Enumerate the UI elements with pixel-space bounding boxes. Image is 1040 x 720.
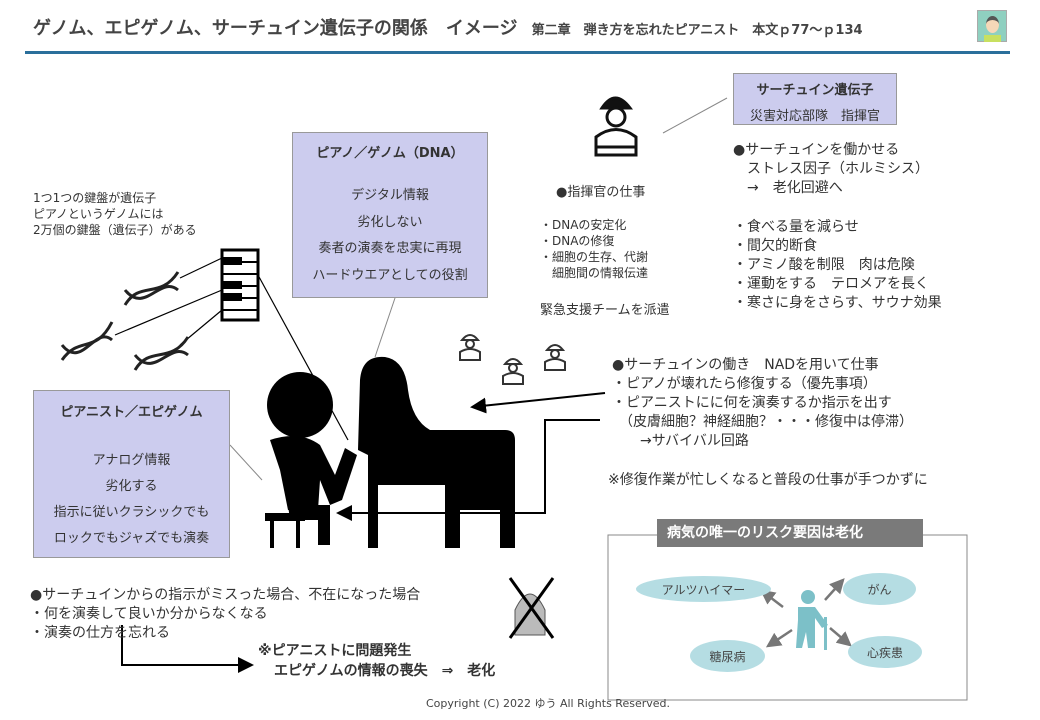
failure-result: ※ピアニストに問題発生エピゲノムの情報の喪失 ⇒ 老化 [258, 641, 495, 681]
genome-line: ハードウエアとしての役割 [312, 267, 468, 283]
risk-title: 病気の唯一のリスク要因は老化 [657, 519, 923, 547]
sirtuin-work: ●サーチュインの働き NADを用いて仕事・ピアノが壊れたら修復する（優先事項） ・… [612, 356, 913, 451]
header-divider [25, 51, 1010, 54]
stress-factors: ●サーチュインを働かせる ストレス因子（ホルミシス） → 老化回避へ [733, 141, 929, 198]
stress-item: ・アミノ酸を制限 肉は危険 [733, 257, 915, 273]
duty-item: ・DNAの安定化 [540, 218, 627, 232]
firefighter-commander-icon [594, 96, 638, 157]
absent-figure-crossed-icon [508, 577, 555, 639]
duty-item: 細胞間の情報伝達 [540, 266, 649, 280]
stress-item: ・食べる量を減らせ [733, 219, 859, 235]
note-line: 2万個の鍵盤（遺伝子）がある [33, 223, 197, 237]
pianist-at-piano-icon [265, 356, 515, 548]
disease-heart: 心疾患 [848, 636, 922, 668]
dispatch-text: 緊急支援チームを派遣 [540, 303, 670, 318]
epigenome-line: 劣化する [105, 479, 158, 494]
elderly-person-icon [796, 590, 828, 650]
disease-cancer: がん [843, 573, 916, 605]
result-line: エピゲノムの情報の喪失 ⇒ 老化 [274, 663, 496, 679]
stress-list: ・食べる量を減らせ・間欠的断食・アミノ酸を制限 肉は危険・運動をする テロメアを… [733, 218, 942, 313]
note-line: 1つ1つの鍵盤が遺伝子 [33, 191, 157, 205]
sirtuin-box: サーチュイン遺伝子 災害対応部隊 指揮官 [733, 73, 897, 125]
avatar [977, 10, 1007, 42]
sirtuin-subtitle: 災害対応部隊 指揮官 [749, 109, 880, 124]
title-text: ゲノム、エピゲノム、サーチュイン遺伝子の関係 イメージ [33, 18, 518, 39]
work-line: ●サーチュインの働き NADを用いて仕事 [612, 357, 879, 373]
page-title: ゲノム、エピゲノム、サーチュイン遺伝子の関係 イメージ第二章 弾き方を忘れたピア… [33, 14, 863, 40]
sirtuin-title: サーチュイン遺伝子 [756, 83, 874, 98]
dna-helix-icons [60, 271, 190, 371]
work-line: →サバイバル回路 [612, 433, 749, 449]
genome-line: 奏者の演奏を忠実に再現 [318, 241, 462, 256]
note-line: ピアノというゲノムには [33, 207, 164, 221]
stress-line: ●サーチュインを働かせる [733, 142, 900, 158]
failure-text: ●サーチュインからの指示がミスった場合、不在になった場合・何を演奏して良いか分か… [30, 586, 420, 643]
rescue-team-icons [459, 334, 566, 385]
failure-line: ・演奏の仕方を忘れる [30, 625, 170, 641]
disease-diabetes: 糖尿病 [690, 640, 765, 672]
stress-line: ストレス因子（ホルミシス） [733, 161, 929, 177]
genome-title: ピアノ／ゲノム（DNA） [316, 146, 464, 161]
work-line: ・ピアノが壊れたら修復する（優先事項） [612, 376, 877, 392]
failure-line: ●サーチュインからの指示がミスった場合、不在になった場合 [30, 587, 421, 603]
stress-item: ・寒さに身をさらす、サウナ効果 [733, 295, 942, 311]
epigenome-line: アナログ情報 [92, 453, 171, 468]
genome-line: デジタル情報 [351, 188, 429, 203]
work-line: （皮膚細胞？神経細胞？・・・修復中は停滞） [612, 414, 913, 430]
epigenome-line: ロックでもジャズでも演奏 [53, 531, 210, 546]
genome-line: 劣化しない [357, 214, 423, 230]
page-subtitle: 第二章 弾き方を忘れたピアニスト 本文ｐ77～ｐ134 [531, 23, 863, 38]
genome-box: ピアノ／ゲノム（DNA） デジタル情報 劣化しない 奏者の演奏を忠実に再現 ハー… [292, 132, 488, 298]
stress-item: ・間欠的断食 [733, 238, 817, 254]
work-line: ・ピアニストにに何を演奏するか指示を出す [612, 395, 892, 411]
keyboard-note: 1つ1つの鍵盤が遺伝子ピアノというゲノムには 2万個の鍵盤（遺伝子）がある [33, 190, 197, 238]
duty-item: ・細胞の生存、代謝 [540, 250, 649, 264]
failure-line: ・何を演奏して良いか分からなくなる [30, 606, 268, 622]
epigenome-line: 指示に従いクラシックでも [53, 505, 210, 520]
stress-item: ・運動をする テロメアを長く [733, 276, 929, 292]
risk-frame [607, 534, 968, 701]
copyright: Copyright (C) 2022 ゆう All Rights Reserve… [425, 697, 670, 710]
commander-duties: ・DNAの安定化・DNAの修復・細胞の生存、代謝 細胞間の情報伝達 [540, 217, 648, 281]
piano-keyboard-icon [220, 248, 260, 322]
stress-line: → 老化回避へ [733, 180, 843, 196]
commander-title: ●指揮官の仕事 [556, 185, 646, 200]
epigenome-box: ピアニスト／エピゲノム アナログ情報 劣化する 指示に従いクラシックでも ロック… [33, 390, 230, 558]
repair-note: ※修復作業が忙しくなると普段の仕事が手つかずに [608, 472, 928, 488]
epigenome-title: ピアニスト／エピゲノム [60, 405, 203, 420]
duty-item: ・DNAの修復 [540, 234, 615, 248]
result-line: ※ピアニストに問題発生 [258, 643, 412, 659]
disease-alzheimer: アルツハイマー [636, 576, 771, 602]
